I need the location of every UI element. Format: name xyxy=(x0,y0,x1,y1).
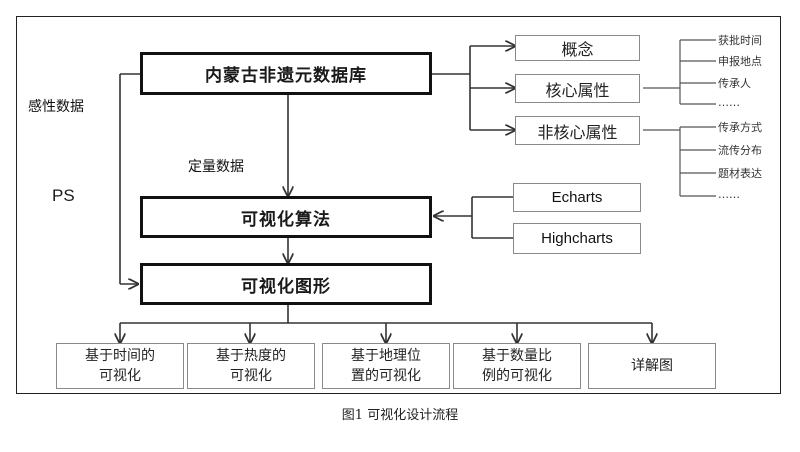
noncore-attributes-box: 非核心属性 xyxy=(515,116,640,145)
noncore-leaf-transmission: 传承方式 xyxy=(718,121,762,134)
output-detail-diagram: 详解图 xyxy=(588,343,716,389)
core-leaf-inheritor: 传承人 xyxy=(718,77,751,90)
core-leaf-approval-time: 获批时间 xyxy=(718,34,762,47)
database-box: 内蒙古非遗元数据库 xyxy=(140,52,432,95)
graphics-box: 可视化图形 xyxy=(140,263,432,305)
highcharts-box: Highcharts xyxy=(513,223,641,254)
quantitative-data-label: 定量数据 xyxy=(188,159,244,175)
output-heat-visualization: 基于热度的 可视化 xyxy=(187,343,315,389)
output-geo-visualization: 基于地理位 置的可视化 xyxy=(322,343,450,389)
core-leaf-declare-place: 申报地点 xyxy=(718,55,762,68)
figure-caption: 图1 可视化设计流程 xyxy=(341,408,459,423)
noncore-leaf-distribution: 流传分布 xyxy=(718,144,762,157)
noncore-leaf-theme: 题材表达 xyxy=(718,167,762,180)
core-leaf-ellipsis: …… xyxy=(718,96,740,109)
echarts-box: Echarts xyxy=(513,183,641,212)
output-time-visualization: 基于时间的 可视化 xyxy=(56,343,184,389)
algorithm-box: 可视化算法 xyxy=(140,196,432,238)
core-attributes-box: 核心属性 xyxy=(515,74,640,103)
diagram-frame xyxy=(16,16,781,394)
perceptual-data-label: 感性数据 xyxy=(28,99,84,115)
output-proportion-visualization: 基于数量比 例的可视化 xyxy=(453,343,581,389)
concept-box: 概念 xyxy=(515,35,640,61)
noncore-leaf-ellipsis: …… xyxy=(718,188,740,201)
ps-label: PS xyxy=(52,186,75,205)
